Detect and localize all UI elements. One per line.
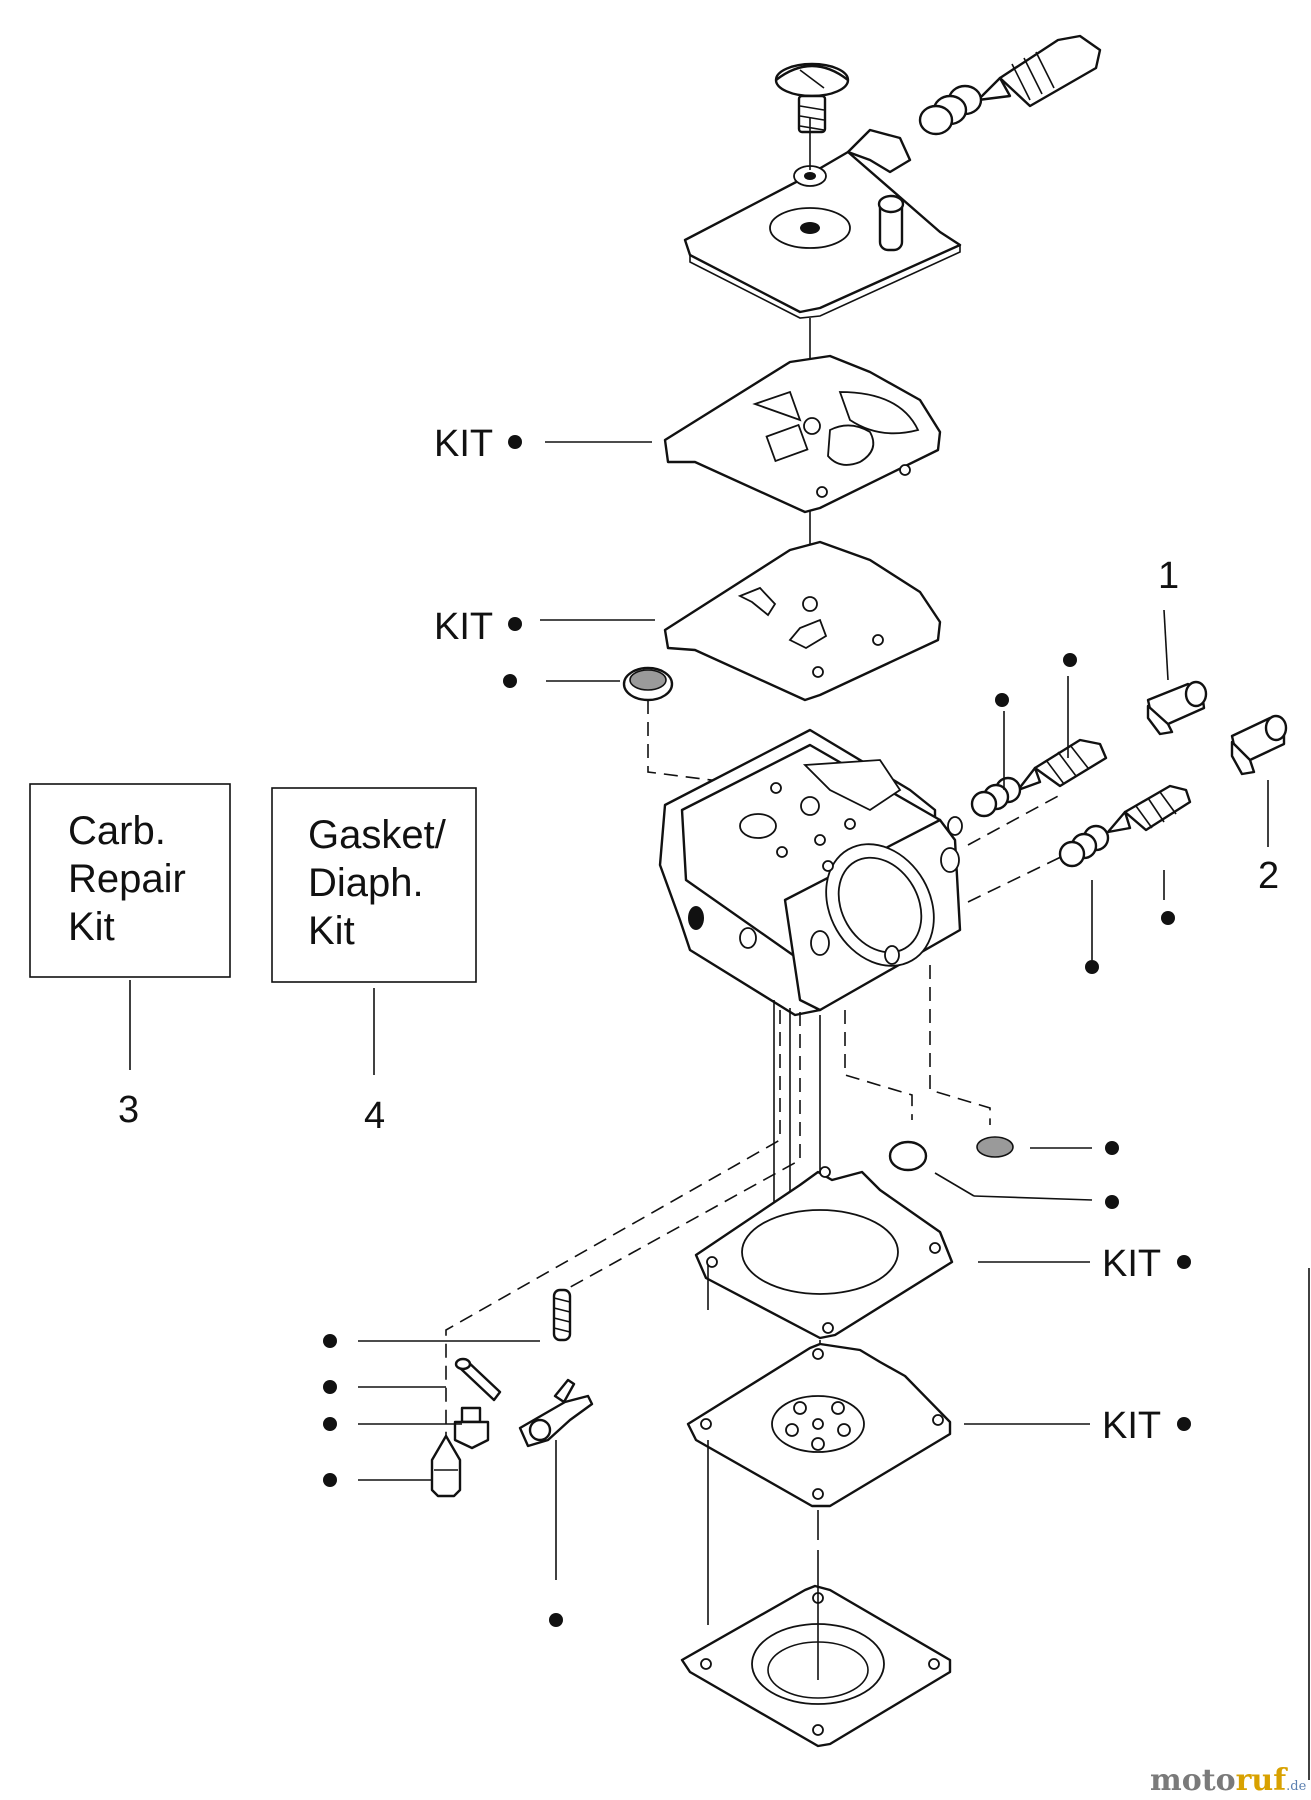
callout-2: 2 [1258,855,1279,897]
metering-lever [518,1378,594,1448]
carb-repair-kit-line-1: Carb. [68,809,166,853]
carb-repair-kit-box: Carb. Repair Kit [29,783,231,978]
watermark-part-a: moto [1150,1763,1236,1798]
pump-gasket [694,1166,954,1340]
pump-diaphragm [686,1342,952,1508]
body-lead-dashed [445,1010,781,1445]
gasket-diaph-kit-line-3: Kit [308,909,355,953]
svg-text:motoruf.de: motoruf.de [1150,1763,1307,1798]
inlet-needle [430,1434,462,1498]
body-lead-dashed [564,1012,801,1330]
pump-cover [680,1584,952,1748]
callout-3: 3 [118,1089,139,1131]
kit-label-pump-gasket: KIT [1102,1243,1161,1285]
gasket-diaph-kit-line-1: Gasket/ [308,813,447,857]
filter-screen [622,666,674,702]
limiter-cap-1 [1146,680,1208,736]
high-speed-needle [970,738,1108,818]
watermark-part-b: ruf [1236,1763,1289,1798]
watermark-part-c: .de [1286,1779,1306,1794]
top-needle-screw [918,34,1102,136]
inlet-screen [976,1136,1014,1158]
upper-gasket [663,354,942,514]
callout-1: 1 [1158,555,1179,597]
metering-spring [552,1288,572,1342]
leader-lines [129,441,1269,1481]
carb-repair-kit-line-3: Kit [68,905,115,949]
top-cover-screw [774,62,850,134]
kit-label-metering-diaphragm: KIT [434,606,493,648]
gasket-diaph-kit-line-2: Diaph. [308,861,424,905]
limiter-cap-2 [1230,714,1288,776]
low-speed-needle [1058,784,1192,868]
carburetor-body [658,728,963,1017]
metering-lever-screw [453,1406,490,1450]
callout-4: 4 [364,1095,385,1137]
metering-diaphragm [663,540,942,702]
body-lead-dashed [844,1010,913,1120]
kit-label-pump-diaphragm: KIT [1102,1405,1161,1447]
gasket-diaph-kit-box: Gasket/ Diaph. Kit [271,787,477,983]
carb-repair-kit-line-2: Repair [68,857,186,901]
needle-path [967,854,1066,903]
body-lead-dashed [929,965,991,1125]
kit-label-upper-gasket: KIT [434,423,493,465]
watermark: motoruf.de [1150,1763,1307,1798]
bullet-markers [323,435,1191,1627]
fulcrum-pin [454,1357,502,1402]
welch-plug [888,1140,928,1172]
top-cover [683,128,962,319]
needle-path [967,794,1061,846]
